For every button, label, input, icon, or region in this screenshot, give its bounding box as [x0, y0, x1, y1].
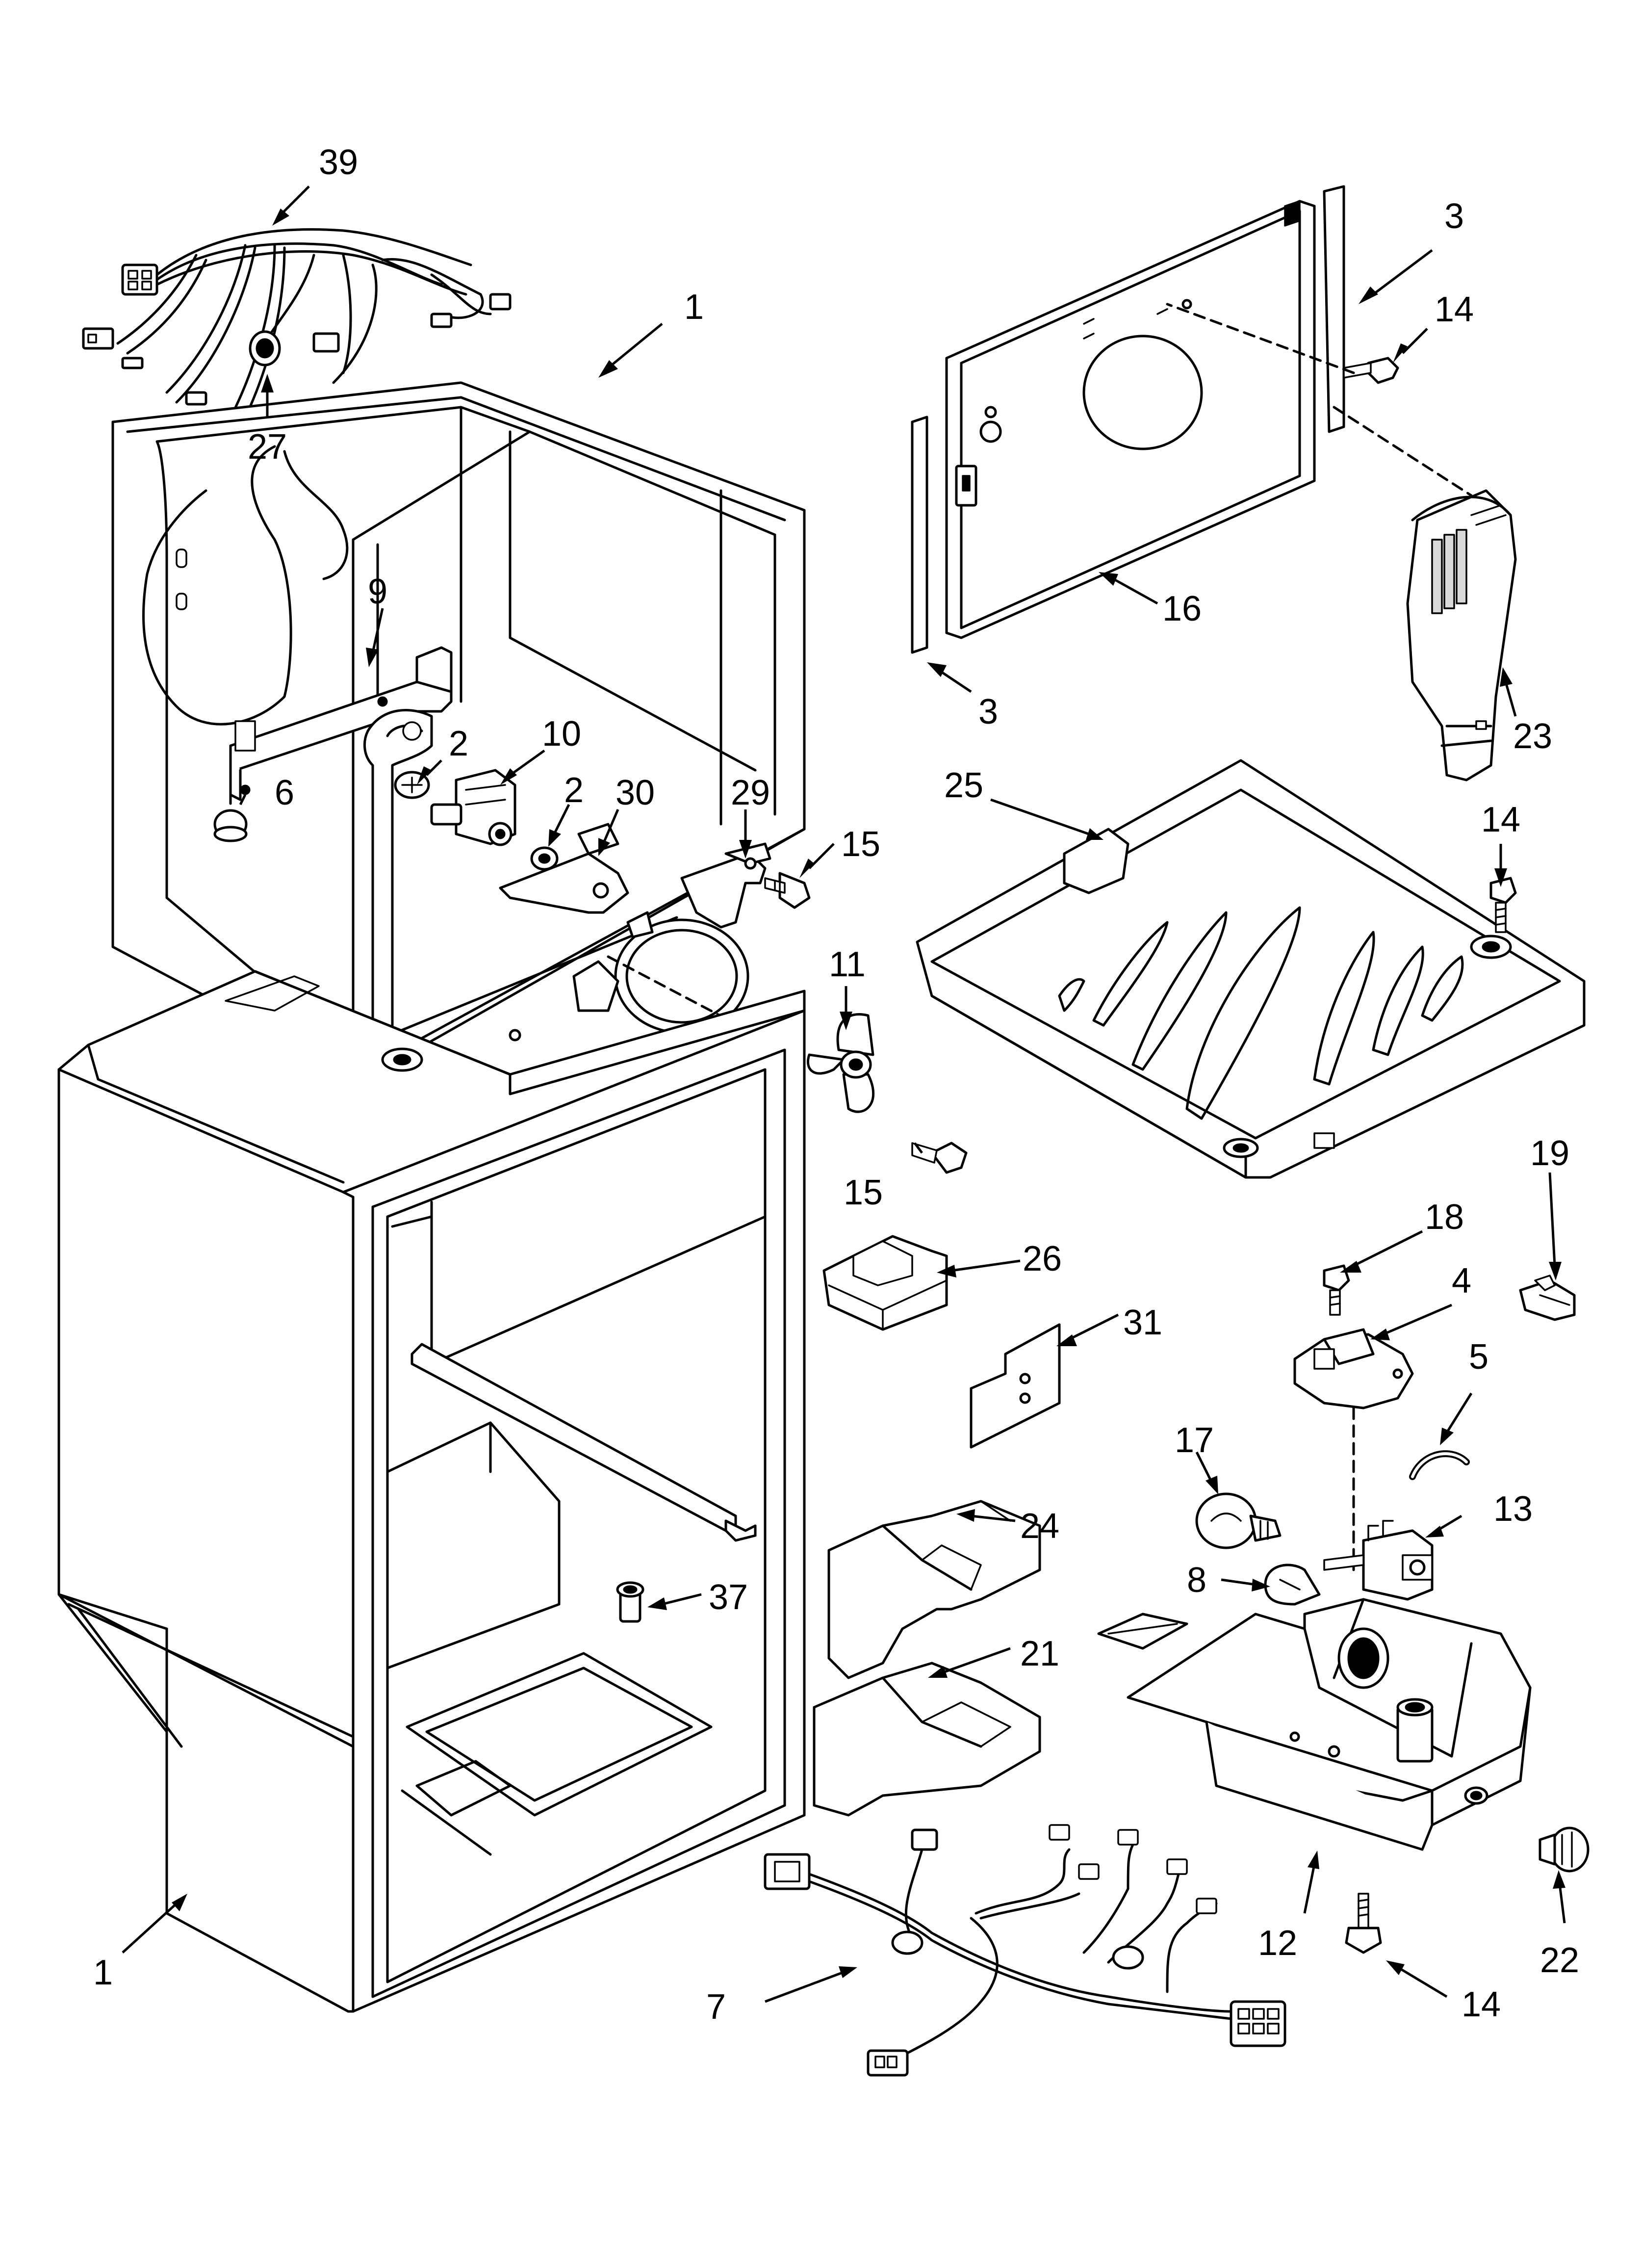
screw-14b	[1489, 877, 1517, 933]
screw-18	[1323, 1264, 1350, 1316]
callout-1-bottom: 1	[93, 1953, 113, 1992]
callout-14-bottom: 14	[1462, 1985, 1501, 2024]
fan-blade-11	[806, 1013, 875, 1113]
callout-22: 22	[1540, 1941, 1579, 1980]
clip-19	[1519, 1275, 1576, 1321]
grommet-37	[616, 1581, 644, 1623]
callout-2-left: 2	[449, 724, 468, 763]
air-duct-23	[1333, 406, 1517, 782]
screw-14c	[1345, 1893, 1382, 1954]
callout-11: 11	[829, 945, 866, 984]
callout-14-pan: 14	[1481, 800, 1520, 839]
callout-2-right: 2	[564, 771, 584, 810]
fan-shroud	[572, 911, 796, 1056]
callout-19: 19	[1530, 1134, 1569, 1173]
callout-25: 25	[944, 766, 983, 805]
callout-10: 10	[542, 714, 581, 754]
callout-23: 23	[1513, 717, 1552, 756]
plug-6	[213, 774, 248, 842]
leader-lines	[122, 185, 1566, 2003]
callout-30: 30	[616, 773, 655, 812]
cover-31	[970, 1323, 1061, 1449]
retainer-5	[1409, 1450, 1470, 1480]
callout-12: 12	[1258, 1924, 1297, 1963]
callout-6: 6	[275, 773, 294, 812]
gasket-strip-3a	[1323, 185, 1345, 433]
light-bulb-17	[1195, 1492, 1282, 1549]
wire-harness-7	[764, 1824, 1286, 2077]
cover-21	[813, 1662, 1041, 1817]
callout-15-top: 15	[841, 825, 880, 864]
screw-14a	[1166, 303, 1399, 384]
callout-8: 8	[1187, 1561, 1206, 1600]
callout-18: 18	[1425, 1198, 1464, 1237]
callout-39: 39	[319, 143, 358, 182]
switch-13	[1323, 1520, 1434, 1601]
callout-5: 5	[1469, 1337, 1488, 1377]
callout-29: 29	[731, 773, 770, 812]
callout-13: 13	[1493, 1489, 1533, 1529]
light-socket-4	[1293, 1328, 1414, 1571]
thermostat-10	[430, 769, 516, 846]
callout-31: 31	[1123, 1303, 1162, 1342]
callout-24: 24	[1020, 1507, 1059, 1546]
evaporator-floor-25	[916, 759, 1586, 1179]
callout-labels: 39 1 27 9 2 10 2 30 29 6 15 11 15 3 14 1…	[93, 143, 1579, 2027]
screw-15b	[911, 1142, 968, 1174]
screw-15a	[764, 872, 811, 909]
callout-4: 4	[1452, 1261, 1471, 1301]
nut-2b	[530, 846, 559, 871]
control-housing-12	[1097, 1598, 1532, 1851]
bracket-9	[229, 646, 453, 801]
callout-1-top: 1	[684, 287, 704, 327]
callout-7: 7	[706, 1987, 726, 2027]
callout-9: 9	[368, 572, 387, 611]
callout-37: 37	[709, 1578, 748, 1617]
callout-27: 27	[248, 427, 287, 467]
callout-16: 16	[1162, 589, 1202, 628]
callout-17: 17	[1175, 1421, 1214, 1460]
callout-3-top: 3	[1444, 197, 1464, 236]
crisper-cover-24	[827, 1500, 1041, 1679]
callout-3-bottom: 3	[978, 692, 998, 731]
callout-26: 26	[1023, 1239, 1062, 1278]
control-housing-area	[363, 709, 433, 1056]
knob-22	[1539, 1826, 1590, 1873]
fan-bracket-29	[680, 842, 771, 929]
gasket-strip-3b	[911, 416, 928, 654]
damper-26	[822, 1235, 948, 1331]
callout-14-top: 14	[1435, 290, 1474, 329]
callout-21: 21	[1020, 1634, 1059, 1673]
light-shield-8	[1264, 1564, 1321, 1606]
refrigerator-cabinet-1	[57, 970, 806, 2013]
evaporator-cover-16	[945, 200, 1316, 639]
callout-15-bottom: 15	[844, 1173, 883, 1212]
